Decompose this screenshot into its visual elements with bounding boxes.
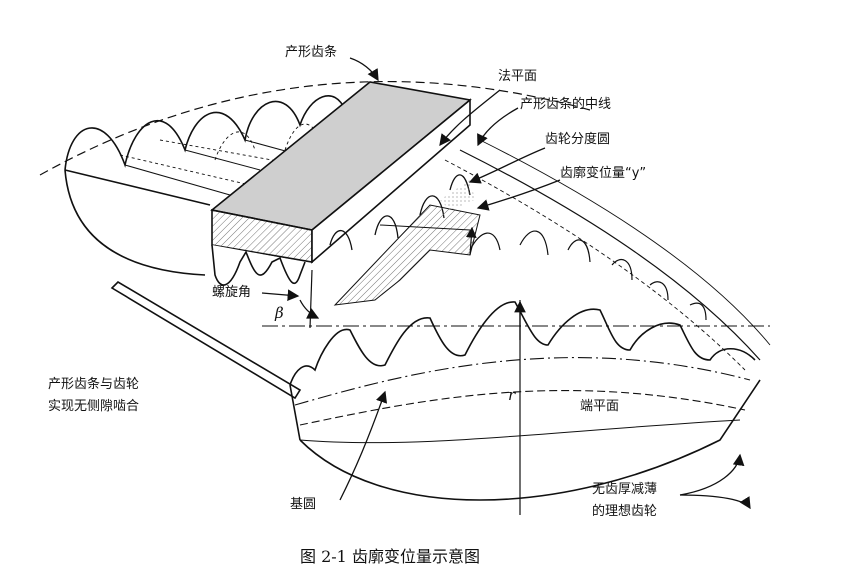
front-face-left	[289, 384, 301, 441]
label-rack: 产形齿条	[285, 44, 337, 60]
label-mesh-1: 产形齿条与齿轮	[48, 376, 139, 392]
label-end-plane: 端平面	[580, 399, 619, 414]
top-face-line	[184, 149, 261, 171]
profile-shift-leader	[476, 179, 561, 211]
right-teeth	[469, 230, 707, 321]
addendum-arc	[39, 80, 591, 176]
labels: 产形齿条 法平面 产形齿条的中线 齿轮分度圆 齿廓变位量“y” 螺旋角 β 产形…	[48, 44, 657, 566]
label-normal-plane: 法平面	[498, 69, 537, 84]
center-line-leader	[477, 107, 519, 147]
label-profile-shift: 齿廓变位量“y”	[560, 165, 646, 181]
normal-plane-leader	[439, 89, 501, 147]
label-rack-center-line: 产形齿条的中线	[520, 96, 611, 112]
label-ideal-gear-2: 的理想齿轮	[592, 503, 657, 519]
front-face-outer	[299, 379, 761, 501]
leader-arrows	[261, 57, 751, 510]
label-base-circle: 基圆	[290, 497, 316, 512]
ideal-gear-leader-2	[679, 494, 751, 510]
label-helix-angle: 螺旋角	[212, 285, 251, 300]
upper-tooth-row	[64, 95, 346, 171]
top-face-line	[124, 164, 231, 196]
label-pitch-circle: 齿轮分度圆	[545, 131, 610, 147]
rim-arc	[299, 419, 741, 444]
base-circle-leader	[339, 390, 388, 501]
side-plate	[110, 280, 302, 400]
end-plane-teeth	[289, 301, 756, 386]
rack-teeth	[211, 244, 306, 286]
label-beta: β	[274, 304, 284, 322]
production-rack	[210, 81, 481, 306]
rack-leader	[349, 57, 379, 82]
beta-arc	[299, 299, 320, 319]
label-mesh-2: 实现无侧隙啮合	[48, 399, 139, 414]
figure-caption: 图 2-1 齿廓变位量示意图	[300, 547, 480, 566]
rack-right-face	[311, 98, 471, 264]
ideal-gear-leader-1	[679, 453, 745, 496]
label-ideal-gear-1: 无齿厚减薄	[592, 482, 657, 497]
base-circle-arc	[299, 389, 746, 426]
pitch-circle-arc	[294, 357, 751, 406]
helix-leader	[261, 289, 300, 301]
reference-lines	[262, 224, 770, 515]
top-face-line	[64, 169, 211, 206]
label-radius: r	[508, 386, 516, 404]
pitch-circle-leader	[468, 147, 546, 184]
gear-left-edge	[64, 169, 206, 276]
normal-section	[333, 204, 481, 306]
